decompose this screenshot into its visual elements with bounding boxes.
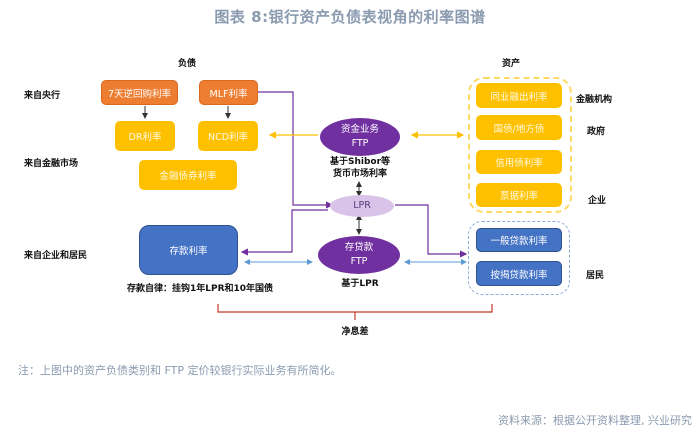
lpr-ellipse: LPR	[330, 195, 394, 217]
funds-ftp-ellipse: 资金业务 FTP	[320, 118, 400, 156]
box-deposit-rate: 存款利率	[139, 225, 238, 275]
chart-title: 图表 8:银行资产负债表视角的利率图谱	[214, 8, 486, 26]
line-lpr-to-loans	[395, 204, 468, 258]
label-financial-market: 来自金融市场	[24, 159, 79, 169]
source-note: 资料来源：根据公开资料整理, 兴业研究	[498, 414, 692, 427]
asset-group-yellow	[468, 77, 572, 213]
loan-ftp-caption: 基于LPR	[341, 279, 379, 289]
deposit-caption: 存款自律：挂钩1年LPR和10年国债	[126, 284, 274, 294]
box-credit-bond-rate: 信用债利率	[476, 150, 562, 174]
box-dr-rate: DR利率	[115, 121, 175, 151]
label-government: 政府	[587, 127, 606, 137]
label-household: 居民	[586, 271, 605, 281]
loan-ftp-line1: 存贷款	[344, 242, 374, 253]
label-enterprise: 企业	[588, 196, 607, 206]
asset-group-blue	[468, 221, 570, 295]
nim-label: 净息差	[341, 327, 369, 337]
funds-ftp-line1: 资金业务	[340, 124, 379, 135]
line-lpr-to-deposit	[240, 209, 328, 256]
liabilities-header: 负债	[178, 59, 197, 69]
box-ncd-rate: NCD利率	[198, 121, 258, 151]
assets-header: 资产	[502, 59, 521, 69]
nim-bracket	[217, 304, 493, 313]
box-gov-bond: 国债/地方债	[476, 115, 562, 140]
footnote: 注：上图中的资产负债类别和 FTP 定价较银行实际业务有所简化。	[18, 364, 342, 377]
label-financial-inst: 金融机构	[576, 95, 613, 105]
box-fin-bond-rate: 金融债券利率	[139, 160, 237, 190]
box-reverse-repo-rate: 7天逆回购利率	[101, 80, 178, 105]
box-mortgage-rate: 按揭贷款利率	[476, 261, 562, 286]
funds-ftp-line2: FTP	[351, 138, 369, 149]
box-bill-rate: 票据利率	[476, 183, 562, 207]
label-corp-household: 来自企业和居民	[24, 251, 88, 261]
loan-ftp-line2: FTP	[350, 256, 368, 267]
funds-ftp-caption: 基于Shibor等 货币市场利率	[329, 157, 391, 179]
line-mlf-to-lpr	[258, 91, 334, 209]
box-general-loan-rate: 一般贷款利率	[476, 228, 562, 252]
box-mlf-rate: MLF利率	[199, 80, 258, 105]
label-central-bank: 来自央行	[24, 91, 61, 101]
loan-ftp-ellipse: 存贷款 FTP	[318, 236, 400, 274]
box-interbank-rate: 同业融出利率	[476, 83, 562, 108]
